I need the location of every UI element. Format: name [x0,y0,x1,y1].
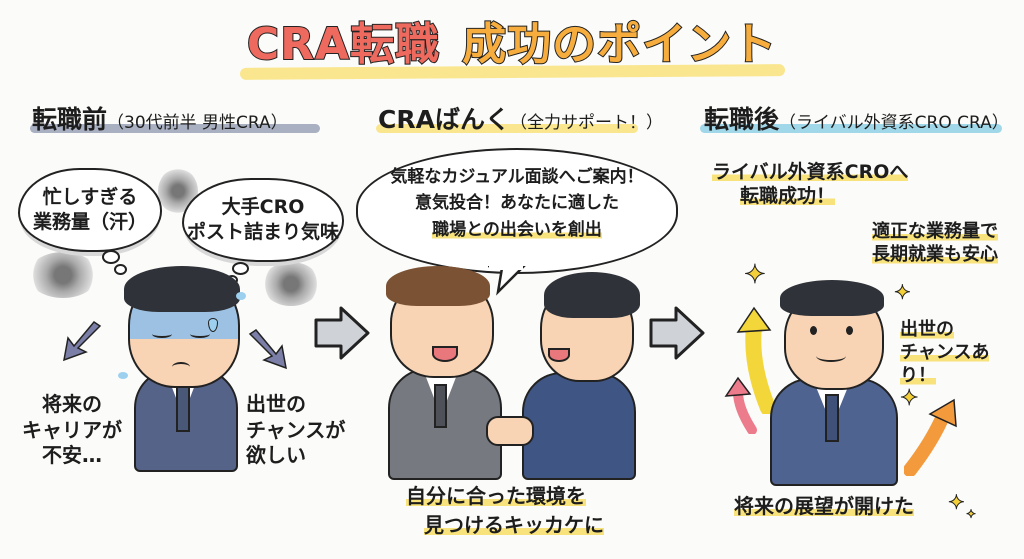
before-header-title: 転職前 [32,105,108,134]
caption-line: 見つけるキッカケに [424,513,604,537]
speech-line: 職場との出会いを創出 [432,219,602,240]
highlight-workload: 適正な業務量で 長期就業も安心 [872,220,998,266]
sweat-drop-icon [208,318,218,332]
highlight-line: 適正な業務量で [872,221,998,242]
smile [816,350,846,362]
thought-puff [102,250,120,264]
concern-career: 将来の キャリアが 不安… [22,392,122,469]
highlight-line: 出世の [900,319,954,340]
candidate-hair [544,272,640,318]
concern-line: 欲しい [246,443,306,468]
tie [176,384,190,432]
growth-arrow-pink-icon [724,376,757,434]
closed-eye [152,330,172,338]
title-part-1: CRA転職 [246,18,441,71]
concern-promotion: 出世の チャンスが 欲しい [246,392,345,469]
right-arrow-icon [649,306,705,360]
thought-line: 忙しすぎる [42,186,138,209]
after-header-subtitle: （ライバル外資系CRO CRA） [779,113,1009,133]
scribble-icon [262,262,320,306]
concern-line: キャリアが [22,417,122,442]
tie [434,384,447,428]
caption-line: 自分に合った環境を [406,484,586,508]
sparkle-icon: ✦ [744,260,767,290]
sparkle-icon: ✦ [899,386,919,411]
scribble-icon [28,252,98,298]
support-header-subtitle: （全力サポート！） [509,113,663,133]
thought-cloud-post: 大手CRO ポスト詰まり気味 [182,178,344,262]
caption-line: 将来の展望が開けた [734,494,914,518]
smile [432,346,458,362]
candidate-suit [522,372,636,480]
highlight-line: 転職成功！ [740,185,836,208]
highlight-line: 長期就業も安心 [872,244,998,266]
smile [548,348,570,362]
frown [172,362,190,372]
speech-bubble [356,148,678,274]
sparkle-icon: ✦ [965,507,977,521]
before-header-subtitle: （30代前半 男性CRA） [107,113,288,133]
highlight-line: ライバル外資系CROへ [712,161,909,183]
highlight-promotion: 出世の チャンスあり！ [900,318,1024,387]
right-arrow-icon [314,306,370,360]
speech-bubble-tail [488,266,526,296]
speech-line: 意気投合！あなたに適した [415,193,619,214]
handshake [486,416,534,446]
down-left-arrow-icon [63,321,102,362]
thought-line: ポスト詰まり気味 [186,221,339,243]
after-header-title: 転職後 [704,105,780,134]
consultant-hair [386,266,490,306]
tie [825,394,839,442]
sweat-drop-icon [118,372,128,379]
sparkle-icon: ✦ [894,280,912,304]
support-header-title: CRAばんく [378,105,510,134]
thought-puff [114,264,127,275]
after-header: 転職後（ライバル外資系CRO CRA） [704,100,1009,136]
eye [810,326,817,335]
worried-man-hair [124,266,240,312]
closed-eye [190,330,210,338]
title-part-2: 成功のポイント [461,18,778,71]
concern-line: 不安… [42,443,102,468]
before-header: 転職前（30代前半 男性CRA） [32,100,288,136]
growth-arrow-orange-icon [904,398,957,476]
sweat-drop-icon [236,292,246,300]
concern-line: 将来の [42,392,102,416]
highlight-line: チャンスあり！ [900,342,990,387]
sparkle-icon: ✦ [948,490,966,514]
growth-arrow-yellow-icon [736,306,776,414]
support-header-underline [376,124,638,133]
thought-line: 大手CRO [221,196,305,219]
thought-line: 業務量（汗） [32,211,147,233]
page-title: CRA転職成功のポイント [0,8,1024,72]
speech-text: 気軽なカジュアル面談へご案内！ 意気投合！あなたに適した 職場との出会いを創出 [372,164,662,243]
concern-line: 出世の [246,392,306,416]
highlight-success: ライバル外資系CROへ 転職成功！ [712,160,909,209]
support-caption: 自分に合った環境を 見つけるキッカケに [406,482,604,540]
confident-man-hair [780,280,884,316]
thought-cloud-busy: 忙しすぎる 業務量（汗） [18,168,162,252]
support-header: CRAばんく（全力サポート！） [378,100,663,136]
eye [846,326,853,335]
before-header-underline [30,124,320,133]
down-right-arrow-icon [248,329,287,370]
speech-line: 気軽なカジュアル面談へご案内！ [390,167,644,187]
after-caption: 将来の展望が開けた [734,494,914,520]
thought-puff [232,262,249,275]
concern-line: チャンスが [246,417,346,442]
after-header-underline [700,124,1002,133]
